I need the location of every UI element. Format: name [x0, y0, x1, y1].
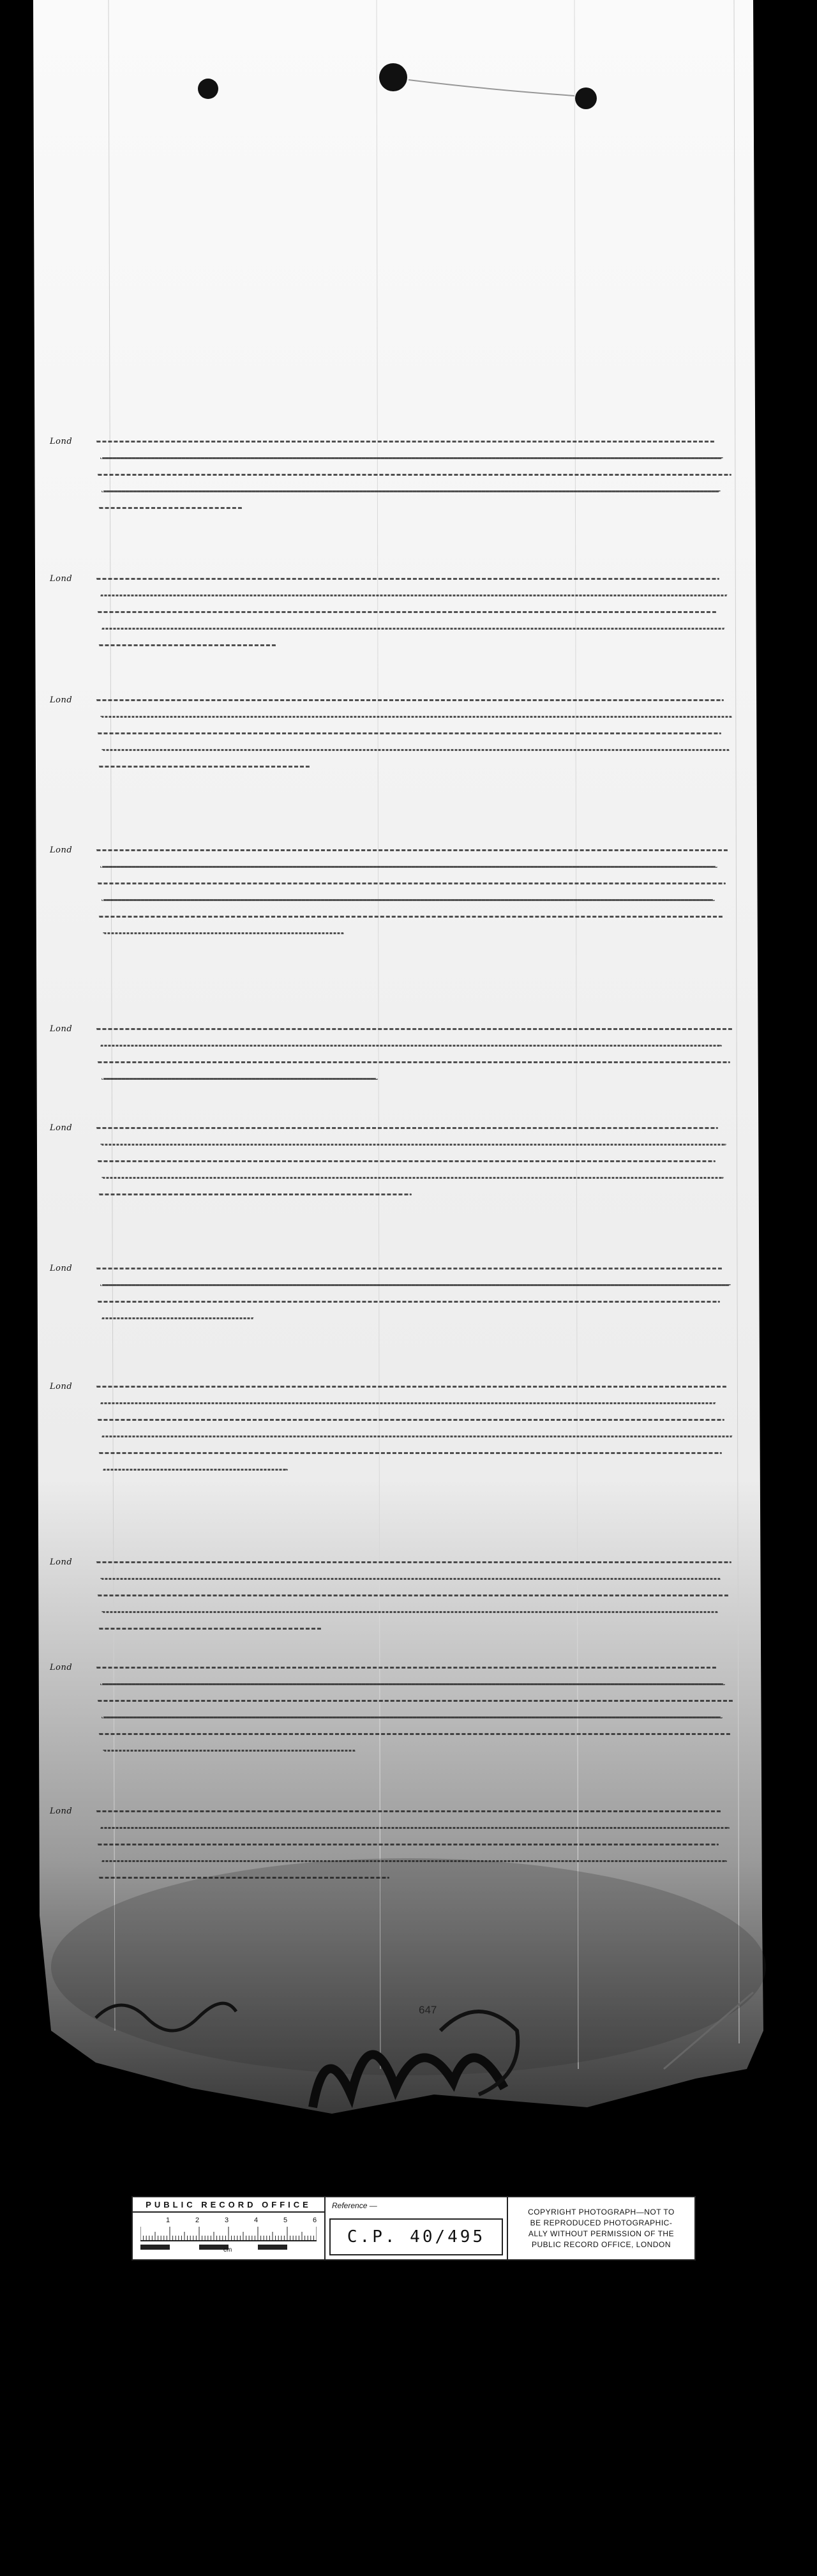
handwritten-line — [98, 644, 276, 646]
handwritten-line — [96, 699, 724, 701]
handwritten-line — [97, 1061, 730, 1063]
ruler-number: 5 — [283, 2216, 288, 2224]
marginal-label: Lond — [50, 1264, 73, 1273]
handwritten-line — [103, 932, 344, 934]
handwritten-line — [100, 1402, 716, 1404]
handwritten-line — [101, 1317, 254, 1319]
handwritten-line — [100, 1144, 726, 1146]
folio-number: 647 — [419, 2004, 437, 2016]
reference-panel: Reference — C.P. 40/495 — [326, 2197, 508, 2259]
handwritten-line — [100, 1683, 725, 1685]
handwritten-line — [96, 1561, 731, 1563]
handwritten-line — [98, 1877, 389, 1879]
handwritten-line — [100, 866, 717, 868]
reference-label: Reference — — [332, 2201, 377, 2210]
handwritten-line — [101, 1611, 718, 1613]
handwritten-line — [98, 507, 243, 509]
handwritten-line — [98, 1193, 412, 1195]
handwritten-line — [97, 1595, 729, 1596]
ruler-unit: cm — [223, 2246, 232, 2254]
handwritten-line — [101, 1177, 724, 1179]
handwritten-line — [101, 899, 715, 901]
handwritten-line — [96, 578, 719, 580]
handwritten-line — [96, 1268, 723, 1269]
handwritten-line — [103, 1469, 288, 1471]
handwritten-line — [96, 1667, 717, 1669]
record-office-card: PUBLIC RECORD OFFICE cm 1 2 3 4 5 6 Reference… — [131, 2196, 696, 2261]
copyright-line: BE REPRODUCED PHOTOGRAPHIC- — [530, 2218, 673, 2227]
handwritten-line — [97, 1700, 733, 1702]
marginal-label: Lond — [50, 437, 73, 446]
handwritten-line — [97, 1160, 716, 1162]
handwritten-line — [97, 732, 721, 734]
signature-mark — [308, 2050, 509, 2109]
marginal-label: Lond — [50, 574, 73, 584]
handwritten-line — [101, 1716, 723, 1718]
handwritten-line — [100, 1827, 730, 1829]
ruler-number: 1 — [166, 2216, 170, 2224]
marginal-label: Lond — [50, 695, 73, 705]
office-title: PUBLIC RECORD OFFICE — [133, 2197, 324, 2213]
pin-hole — [379, 63, 407, 91]
handwritten-line — [100, 716, 732, 718]
pin-hole — [198, 79, 218, 99]
marginal-label: Lond — [50, 1807, 73, 1816]
copyright-notice: COPYRIGHT PHOTOGRAPH—NOT TO BE REPRODUCE… — [508, 2197, 694, 2259]
marginal-label: Lond — [50, 1663, 73, 1672]
marginal-label: Lond — [50, 1382, 73, 1391]
ruler-number: 2 — [195, 2216, 200, 2224]
marginal-label: Lond — [50, 1024, 73, 1034]
handwritten-line — [101, 628, 725, 630]
handwritten-line — [97, 1419, 724, 1421]
handwritten-line — [97, 474, 731, 476]
handwritten-line — [101, 1078, 378, 1080]
handwritten-line — [101, 1860, 727, 1862]
ruler-number: 3 — [225, 2216, 229, 2224]
handwritten-line — [98, 1733, 731, 1735]
handwritten-line — [101, 749, 730, 751]
copyright-line: ALLY WITHOUT PERMISSION OF THE — [528, 2229, 675, 2238]
scale-panel: PUBLIC RECORD OFFICE cm 1 2 3 4 5 6 — [133, 2197, 326, 2259]
handwritten-line — [98, 766, 310, 768]
reference-value: C.P. 40/495 — [329, 2218, 503, 2255]
handwritten-line — [98, 1452, 722, 1454]
ruler-number: 6 — [313, 2216, 317, 2224]
handwritten-line — [100, 595, 728, 596]
handwritten-line — [97, 1301, 720, 1303]
handwritten-line — [98, 916, 723, 918]
handwritten-line — [96, 1028, 733, 1030]
handwritten-line — [100, 1045, 722, 1047]
handwritten-line — [100, 457, 723, 459]
handwritten-line — [100, 1578, 721, 1580]
ruler-number: 4 — [254, 2216, 259, 2224]
handwritten-line — [103, 1750, 356, 1752]
marginal-label: Lond — [50, 845, 73, 855]
handwritten-line — [96, 1810, 721, 1812]
handwritten-line — [96, 1386, 727, 1388]
handwritten-line — [101, 490, 721, 492]
handwritten-line — [97, 1844, 719, 1845]
marginal-label: Lond — [50, 1557, 73, 1567]
handwritten-line — [97, 611, 717, 613]
copyright-line: PUBLIC RECORD OFFICE, LONDON — [531, 2239, 671, 2249]
copyright-line: COPYRIGHT PHOTOGRAPH—NOT TO — [528, 2207, 675, 2216]
handwritten-line — [101, 1436, 733, 1437]
handwritten-line — [96, 1127, 718, 1129]
handwritten-line — [98, 1628, 322, 1630]
marginal-label: Lond — [50, 1123, 73, 1133]
centimetre-ruler: cm 1 2 3 4 5 6 — [140, 2215, 317, 2256]
handwritten-line — [96, 849, 728, 851]
handwritten-line — [97, 883, 726, 884]
parchment-sheet — [33, 0, 763, 2114]
handwritten-line — [100, 1284, 731, 1286]
handwritten-line — [96, 441, 715, 443]
pin-hole — [575, 87, 597, 109]
